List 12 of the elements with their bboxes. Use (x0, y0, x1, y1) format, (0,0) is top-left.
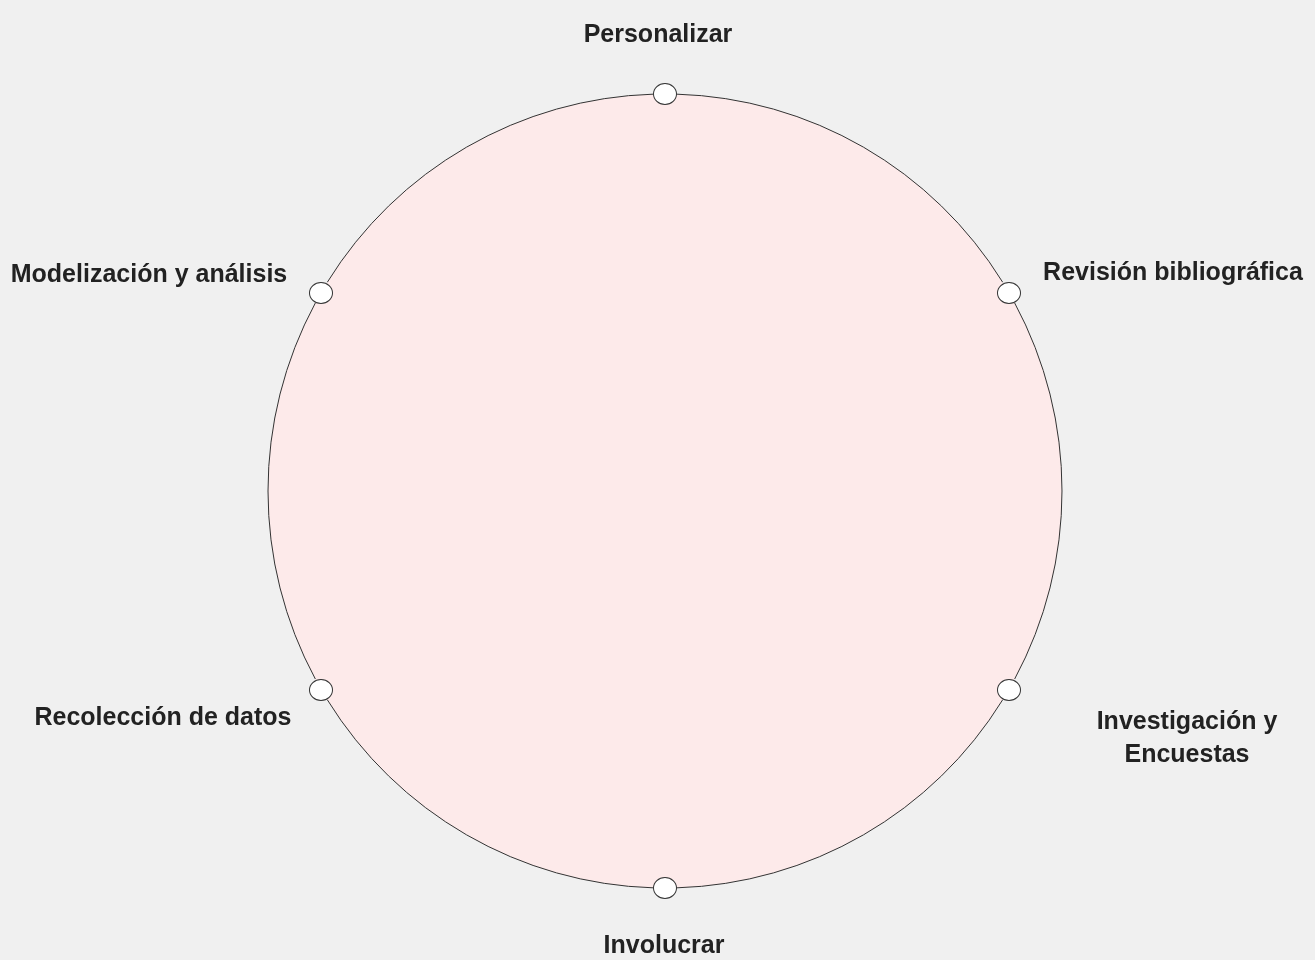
step-label: Personalizar (582, 17, 734, 49)
cycle-arc (676, 93, 1004, 283)
step-label: Recolección de datos (33, 700, 293, 732)
cycle-arc (676, 699, 1004, 889)
step-label: Investigación y Encuestas (1095, 704, 1279, 768)
step-label: Involucrar (602, 928, 726, 960)
step-label: Revisión bibliográfica (1042, 255, 1304, 287)
cycle-arc (1014, 302, 1063, 680)
cycle-arc (267, 302, 316, 680)
cycle-arc (326, 93, 654, 283)
cycle-arc (326, 699, 654, 889)
step-label: Modelización y análisis (9, 257, 289, 289)
